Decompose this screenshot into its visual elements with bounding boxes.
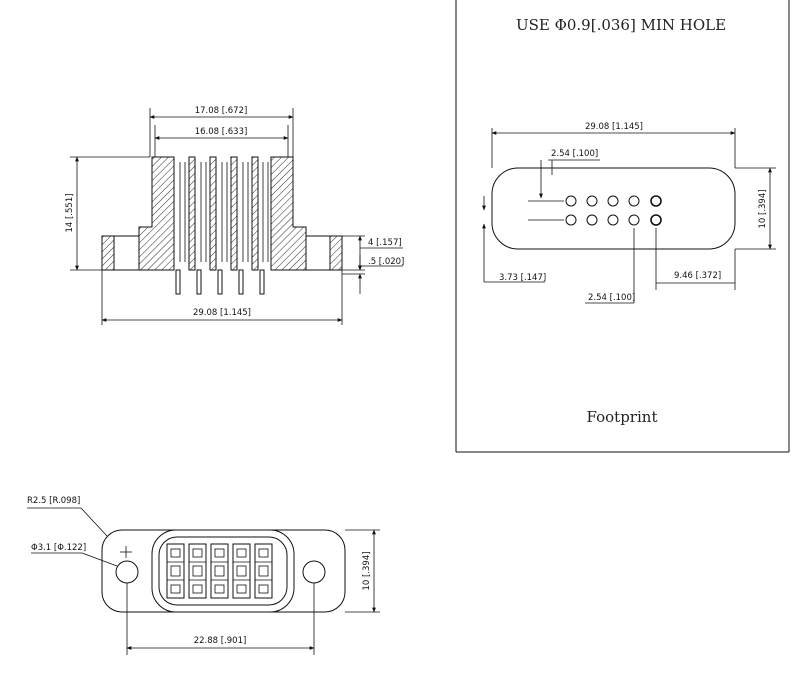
dim-width: 29.08 [1.145]: [193, 308, 251, 318]
contact-slots: [179, 162, 269, 262]
footprint-dim-pitch-top: 2.54 [.100]: [551, 149, 598, 159]
left-flange-hole: [113, 235, 140, 271]
dim-hole: Φ3.1 [Φ.122]: [31, 543, 86, 553]
footprint-outline: [491, 167, 736, 250]
top-view: R2.5 [R.098] Φ3.1 [Φ.122] 10 [.394] 22.8…: [27, 496, 380, 655]
dim-height: 14 [.551]: [65, 193, 75, 232]
footprint-label: Footprint: [587, 408, 658, 426]
footprint-dim-right-offset: 9.46 [.372]: [674, 271, 721, 281]
rib-4: [251, 156, 259, 271]
contact-cells: [166, 543, 273, 599]
right-mounting-hole: [302, 560, 326, 584]
pins: [175, 269, 265, 295]
rib-2: [209, 156, 217, 271]
dim-standoff: .5 [.020]: [368, 257, 404, 267]
dim-top-outer: 17.08 [.672]: [195, 106, 248, 116]
hole-note: USE Φ0.9[.036] MIN HOLE: [516, 16, 726, 34]
rib-1: [188, 156, 196, 271]
footprint-dim-height: 10 [.394]: [758, 189, 768, 228]
front-view: 17.08 [.672] 16.08 [.633] 14 [.551] 4 [.…: [65, 106, 404, 325]
top-shroud-inner: [158, 536, 288, 606]
right-flange-hole: [305, 235, 331, 271]
footprint-panel: USE Φ0.9[.036] MIN HOLE 29.08 [1.145] 2.…: [455, 0, 790, 453]
top-shroud-outer: [151, 529, 295, 613]
footprint-holes: [565, 195, 662, 226]
contact-cell-details: [167, 548, 272, 594]
top-dim-hole-spacing: 22.88 [.901]: [194, 636, 247, 646]
dim-flange: 4 [.157]: [368, 238, 402, 248]
footprint-dim-left-offset: 3.73 [.147]: [499, 273, 546, 283]
footprint-dim-pitch-bottom: 2.54 [.100]: [588, 293, 635, 303]
dim-radius: R2.5 [R.098]: [27, 496, 80, 506]
left-mounting-hole: [115, 560, 139, 584]
footprint-dim-width: 29.08 [1.145]: [585, 122, 643, 132]
top-dim-height: 10 [.394]: [362, 551, 372, 590]
dim-top-inner: 16.08 [.633]: [195, 127, 248, 137]
rib-3: [230, 156, 238, 271]
